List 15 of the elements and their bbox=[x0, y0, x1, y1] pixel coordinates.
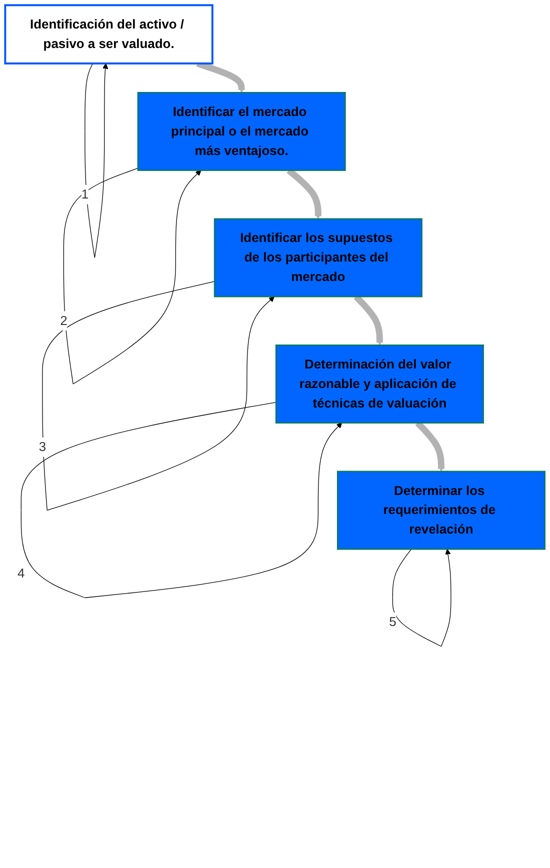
arrow bbox=[20, 402, 342, 598]
node-box: Identificación del activo / pasivo a ser valuado. bbox=[4, 4, 214, 64]
arrow bbox=[84, 63, 108, 258]
edge-label: 4 bbox=[18, 566, 25, 581]
edge-label: 5 bbox=[389, 614, 396, 630]
node-box: Determinación del valor razonable y aplicación de técnicas de valuación bbox=[275, 344, 484, 424]
arrow bbox=[63, 168, 202, 384]
arrow bbox=[42, 281, 275, 511]
arrow bbox=[392, 548, 452, 647]
node-box: Identificar el mercado principal o el mercado más ventajoso. bbox=[137, 92, 346, 171]
edge-label: 2 bbox=[60, 314, 68, 328]
node-box: Determinar los requerimientos de revelación bbox=[336, 470, 546, 550]
edge-label: 1 bbox=[81, 187, 89, 202]
node-box: Identificar los supuestos de los participantes del mercado bbox=[214, 218, 422, 298]
edge-label: 3 bbox=[38, 440, 46, 454]
